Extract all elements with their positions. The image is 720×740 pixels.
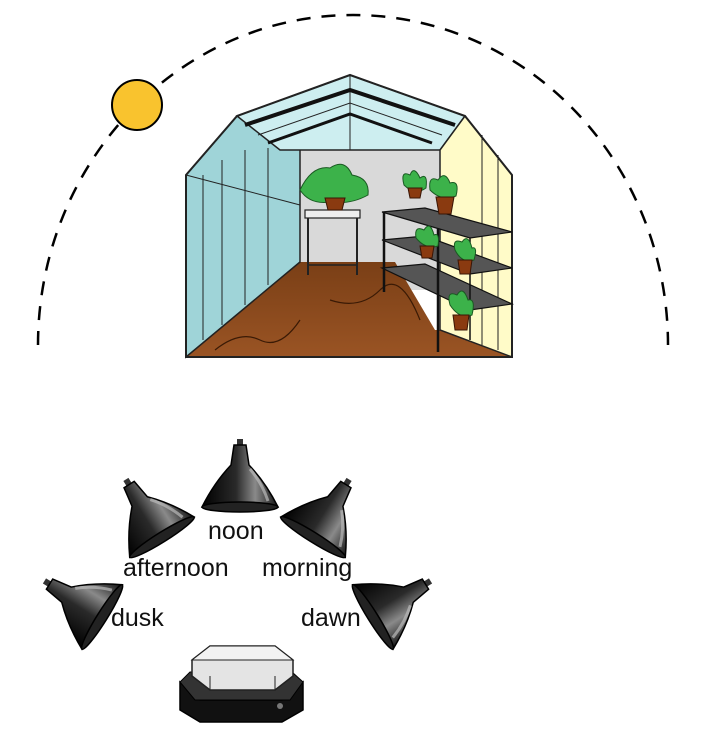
morning-label: morning	[262, 554, 353, 582]
sun-icon	[111, 79, 163, 131]
noon-label: noon	[208, 517, 264, 545]
sun-path-arc	[36, 13, 670, 346]
lamp-icon-afternoon	[92, 457, 199, 564]
afternoon-label: afternoon	[123, 554, 229, 582]
lamp-icon-dawn	[346, 547, 453, 654]
dawn-label: dawn	[301, 604, 361, 632]
lamp-icon-dusk	[22, 547, 129, 654]
lamp-icon-noon	[200, 437, 280, 514]
lamp-icon-morning	[276, 457, 383, 564]
dusk-label: dusk	[111, 604, 164, 632]
light-controller-icon	[179, 645, 304, 723]
greenhouse-icon	[185, 73, 515, 359]
